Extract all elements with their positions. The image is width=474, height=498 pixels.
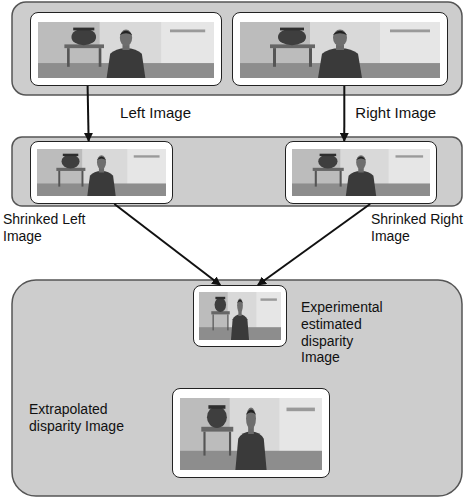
flow-arrow (114, 204, 220, 285)
image-frame (30, 12, 222, 86)
photo-right (240, 22, 440, 78)
image-frame: Experimental estimated disparity Image (193, 285, 287, 347)
photo-left (38, 22, 214, 78)
photo-extrapolated (180, 398, 322, 470)
image-frame: Shrinked Left Image (30, 141, 173, 204)
image-caption: Shrinked Right Image (371, 211, 471, 245)
image-frame: Extrapolated disparity Image (172, 388, 330, 478)
middle-band (12, 137, 462, 206)
image-frame: Shrinked Right Image (285, 141, 437, 204)
flow-arrow (88, 86, 89, 141)
image-caption: Shrinked Left Image (3, 211, 115, 245)
photo-shrinked-left (37, 149, 166, 196)
top-band (12, 2, 462, 95)
arrow-label: Right Image (355, 104, 436, 122)
image-frame (232, 12, 448, 86)
bottom-band (12, 280, 462, 496)
flow-arrow (258, 204, 370, 285)
image-caption: Extrapolated disparity Image (29, 401, 129, 435)
image-caption: Experimental estimated disparity Image (301, 299, 393, 366)
flow-arrow (343, 86, 345, 141)
photo-estimated (199, 292, 281, 340)
arrow-label: Left Image (120, 104, 191, 122)
photo-shrinked-right (292, 149, 430, 196)
